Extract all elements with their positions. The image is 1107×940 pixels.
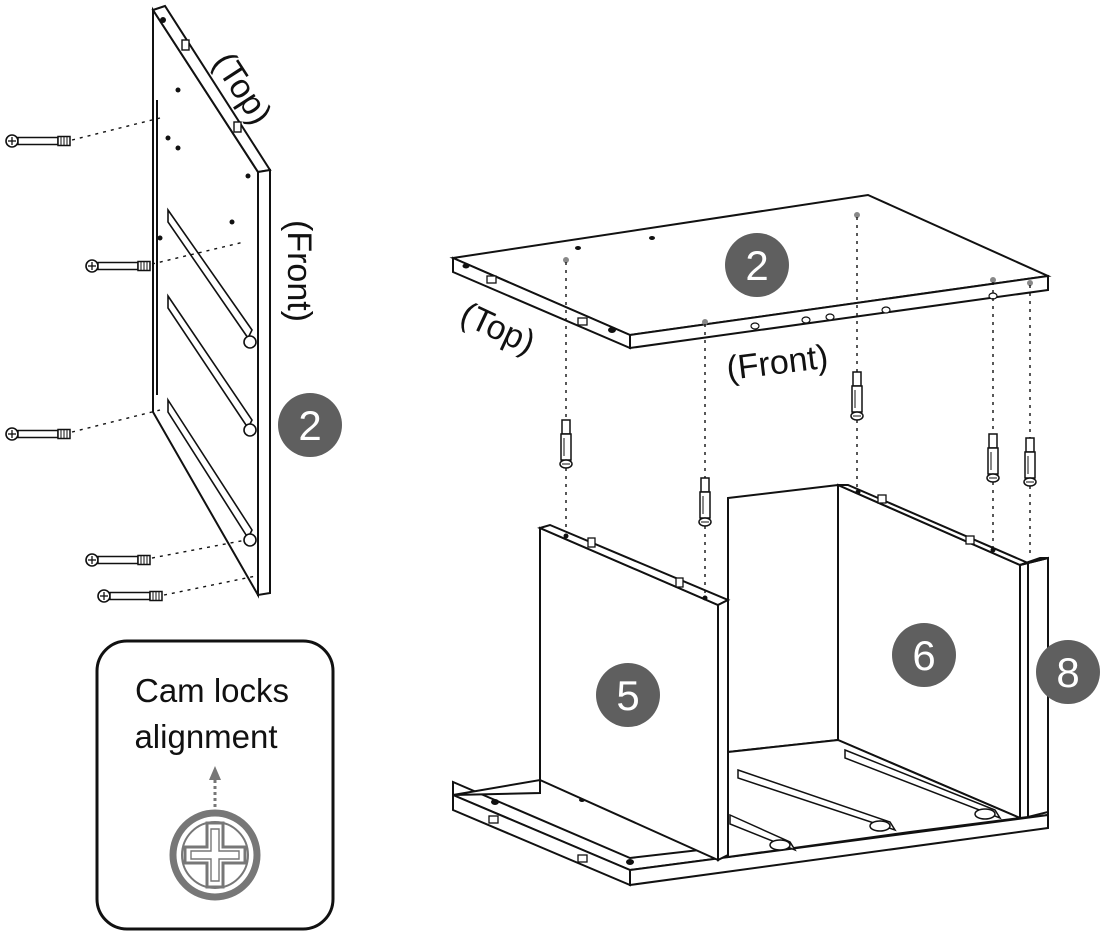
- bottom-panel: [452, 778, 1049, 887]
- back-panel-6: [727, 483, 1032, 859]
- cam-bolt: [1023, 437, 1037, 487]
- part-number-badge: [596, 663, 660, 727]
- screw: [85, 553, 151, 567]
- part-number-badge: [1036, 640, 1100, 704]
- right-panel-8: [1019, 556, 1049, 820]
- part-number-badge: [725, 233, 789, 297]
- screw: [5, 134, 71, 148]
- right-panel-number: 8: [1056, 649, 1079, 696]
- main-front-label: (Front): [724, 338, 830, 388]
- top-panel-number: 2: [745, 242, 768, 289]
- drawer-runner: [167, 293, 257, 437]
- left-panel-number: 5: [616, 672, 639, 719]
- part-number-badge: [278, 393, 342, 457]
- screw: [5, 427, 71, 441]
- side-panel-number: 2: [298, 402, 321, 449]
- screw: [85, 259, 151, 273]
- cam-bolt: [986, 433, 1000, 483]
- cam-lock-icon: [169, 809, 261, 901]
- drawer-runner: [167, 397, 257, 547]
- cam-bolt: [850, 371, 864, 421]
- back-panel-number: 6: [912, 632, 935, 679]
- cam-locks-callout: Cam locks alignment: [95, 639, 335, 931]
- side-panel-view: (Top) (Front) 2: [5, 4, 342, 603]
- side-front-label: (Front): [280, 220, 318, 322]
- part-number-badge: [892, 623, 956, 687]
- screw: [97, 589, 163, 603]
- drawer-runner: [167, 207, 257, 349]
- main-assembly-view: 2: [449, 193, 1100, 887]
- cam-bolt: [559, 419, 573, 469]
- cam-text-line1: Cam locks: [135, 672, 289, 709]
- cam-bolt: [698, 477, 712, 527]
- cam-text-line2: alignment: [134, 718, 277, 755]
